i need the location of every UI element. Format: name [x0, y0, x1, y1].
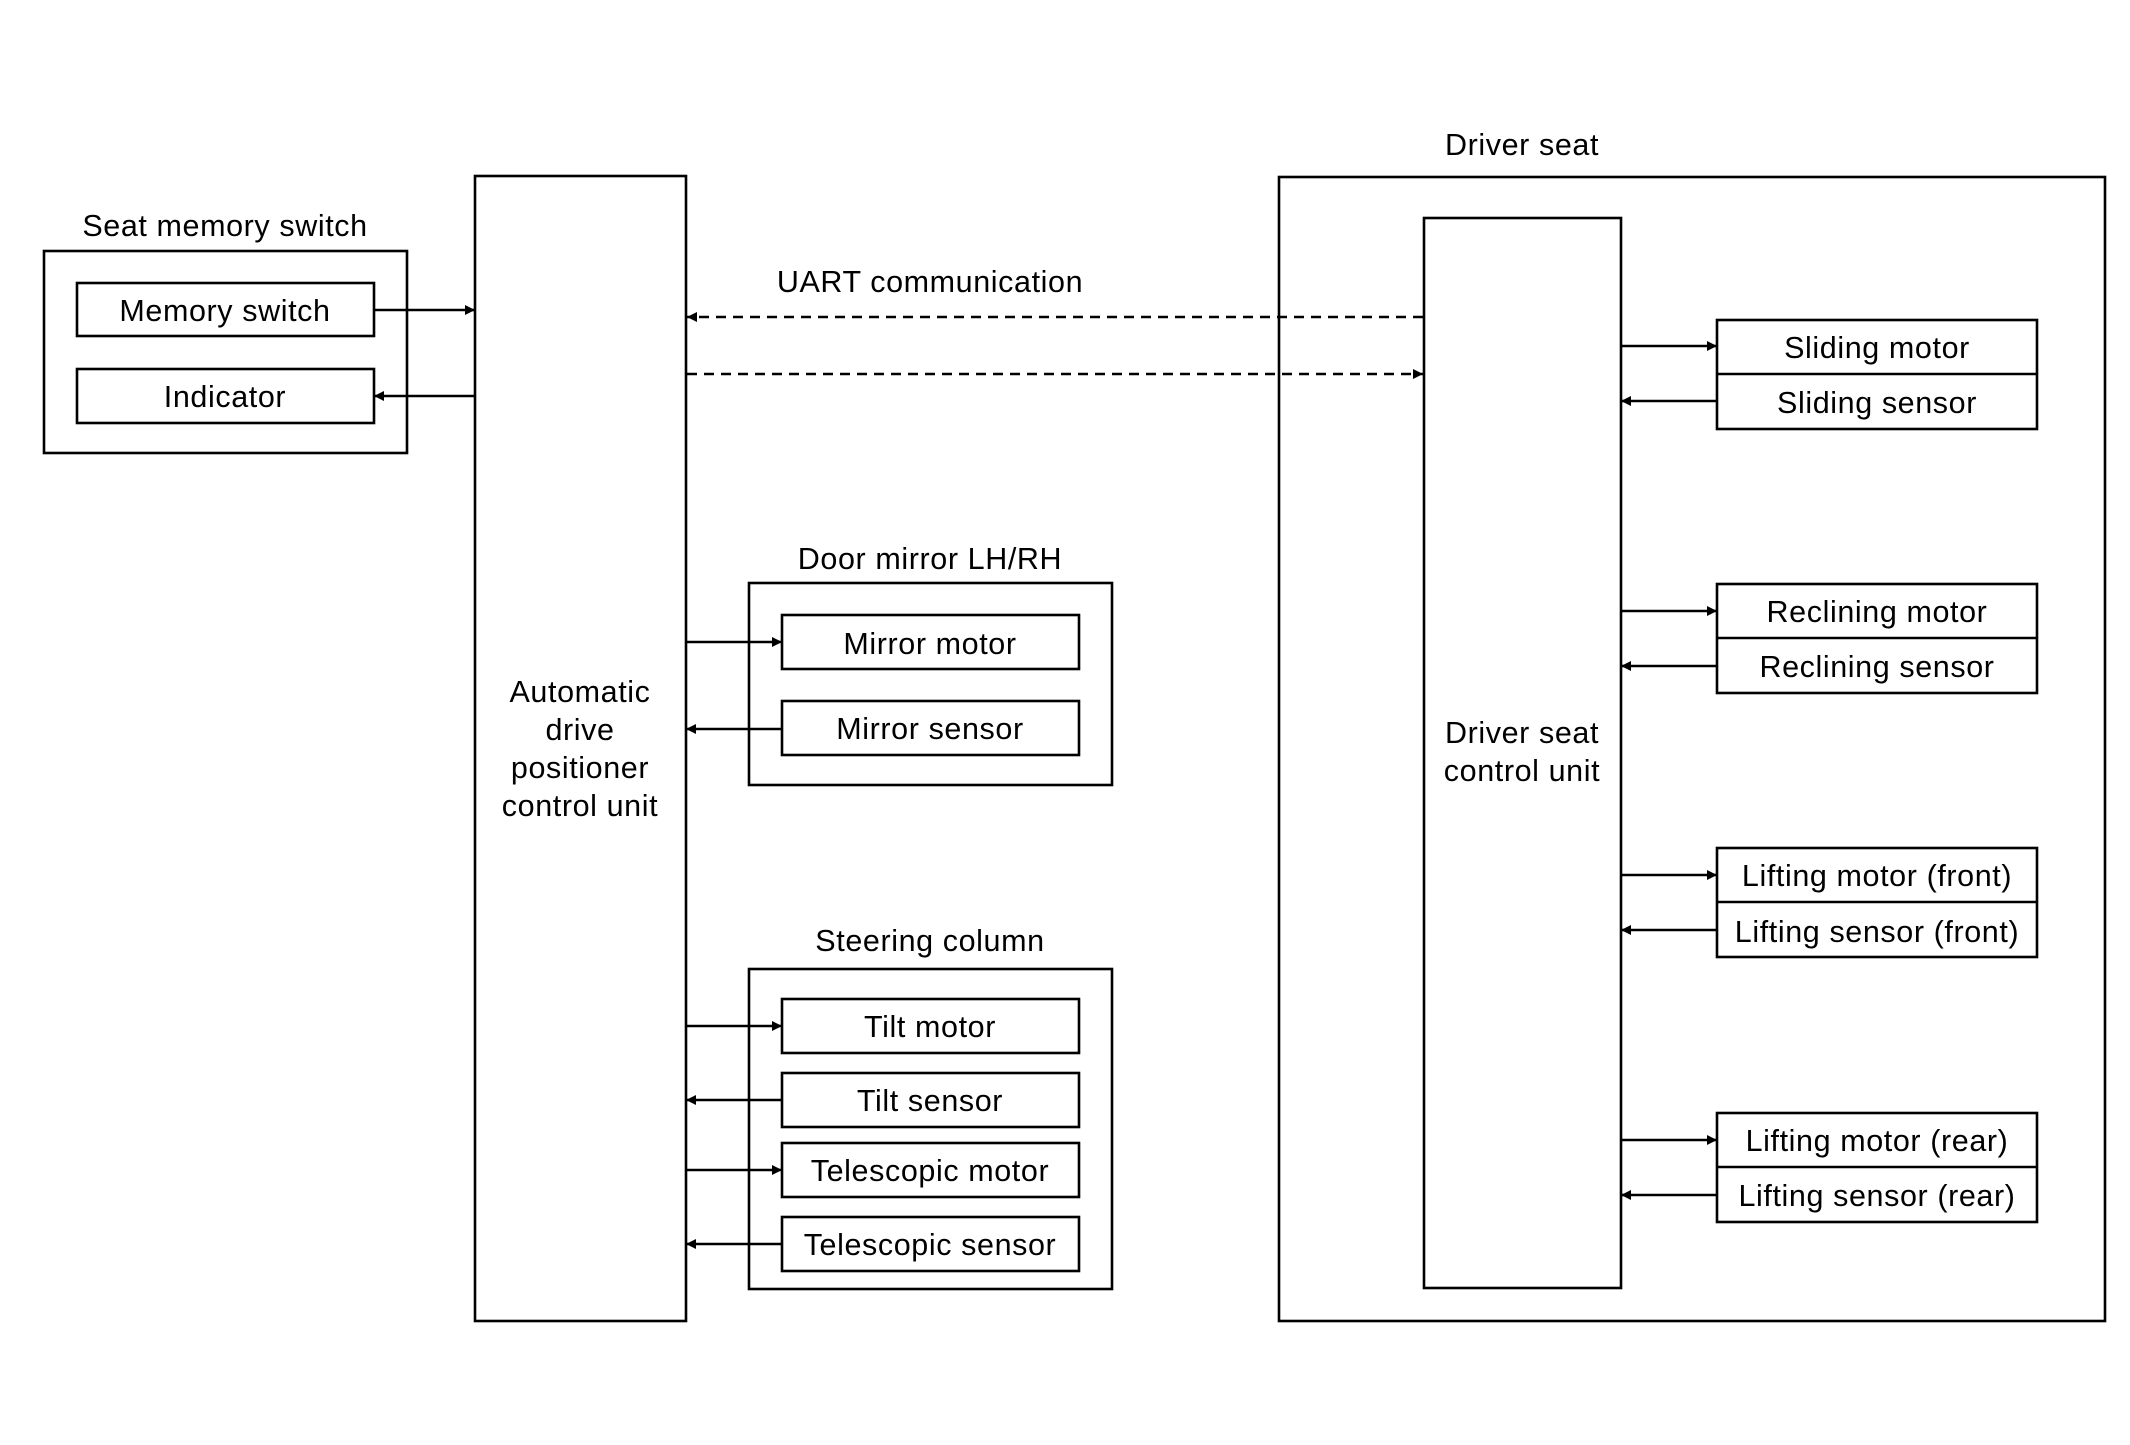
telescopic-sensor-block: Telescopic sensor [780, 1215, 1081, 1273]
driver-seat-frame [1277, 175, 2107, 1323]
lifting-rear-pair-block: Lifting motor (rear) Lifting sensor (rea… [1715, 1111, 2039, 1224]
reclining-sensor-label: Reclining sensor [1759, 650, 1994, 684]
lifting-motor-rear-label: Lifting motor (rear) [1746, 1124, 2009, 1158]
seat-memory-switch-frame [42, 249, 409, 455]
steering-column-title: Steering column [815, 924, 1044, 958]
mirror-sensor-block: Mirror sensor [780, 699, 1081, 757]
door-mirror-group: Door mirror LH/RH Mirror motor Mirror se… [747, 542, 1114, 787]
telescopic-motor-label: Telescopic motor [811, 1154, 1049, 1188]
tilt-sensor-block: Tilt sensor [780, 1071, 1081, 1129]
driver-seat-group: Driver seat Driver seat control unit Sli… [1277, 128, 2107, 1323]
memory-switch-label: Memory switch [119, 294, 330, 328]
steering-column-frame [747, 967, 1114, 1291]
driver-seat-unit-label-line2: control unit [1444, 754, 1600, 788]
mirror-sensor-label: Mirror sensor [836, 712, 1023, 746]
lifting-motor-front-label: Lifting motor (front) [1742, 859, 2012, 893]
mirror-motor-label: Mirror motor [843, 627, 1016, 661]
reclining-pair-block: Reclining motor Reclining sensor [1715, 582, 2039, 695]
door-mirror-frame [747, 581, 1114, 787]
sliding-pair-block: Sliding motor Sliding sensor [1715, 318, 2039, 431]
indicator-block: Indicator [75, 367, 376, 425]
tilt-motor-block: Tilt motor [780, 997, 1081, 1055]
tilt-sensor-label: Tilt sensor [857, 1084, 1003, 1118]
adp-unit-label-line1: Automatic [509, 675, 650, 709]
driver-seat-title: Driver seat [1445, 128, 1599, 162]
seat-memory-switch-group: Seat memory switch Memory switch Indicat… [42, 209, 409, 455]
driver-seat-control-unit: Driver seat control unit [1422, 216, 1623, 1290]
lifting-front-pair-block: Lifting motor (front) Lifting sensor (fr… [1715, 846, 2039, 959]
seat-memory-switch-title: Seat memory switch [82, 209, 367, 243]
lifting-sensor-rear-label: Lifting sensor (rear) [1738, 1179, 2015, 1213]
mirror-motor-block: Mirror motor [780, 613, 1081, 671]
memory-switch-block: Memory switch [75, 281, 376, 338]
telescopic-sensor-label: Telescopic sensor [804, 1228, 1057, 1262]
signal-arrows [374, 305, 1717, 1249]
lifting-sensor-front-label: Lifting sensor (front) [1735, 915, 2019, 949]
indicator-label: Indicator [164, 380, 286, 414]
driver-seat-unit-label-line1: Driver seat [1445, 716, 1599, 750]
adp-unit-label-line3: positioner [511, 751, 649, 785]
adp-unit-label-line2: drive [545, 713, 614, 747]
sliding-sensor-label: Sliding sensor [1777, 386, 1977, 420]
adp-control-unit: Automatic drive positioner control unit [473, 174, 688, 1323]
tilt-motor-label: Tilt motor [864, 1010, 996, 1044]
adp-unit-label-line4: control unit [502, 789, 658, 823]
steering-column-group: Steering column Tilt motor Tilt sensor T… [747, 924, 1114, 1291]
reclining-motor-label: Reclining motor [1767, 595, 1988, 629]
sliding-motor-label: Sliding motor [1784, 331, 1970, 365]
uart-communication-label: UART communication [777, 265, 1083, 299]
telescopic-motor-block: Telescopic motor [780, 1141, 1081, 1199]
door-mirror-title: Door mirror LH/RH [798, 542, 1062, 576]
